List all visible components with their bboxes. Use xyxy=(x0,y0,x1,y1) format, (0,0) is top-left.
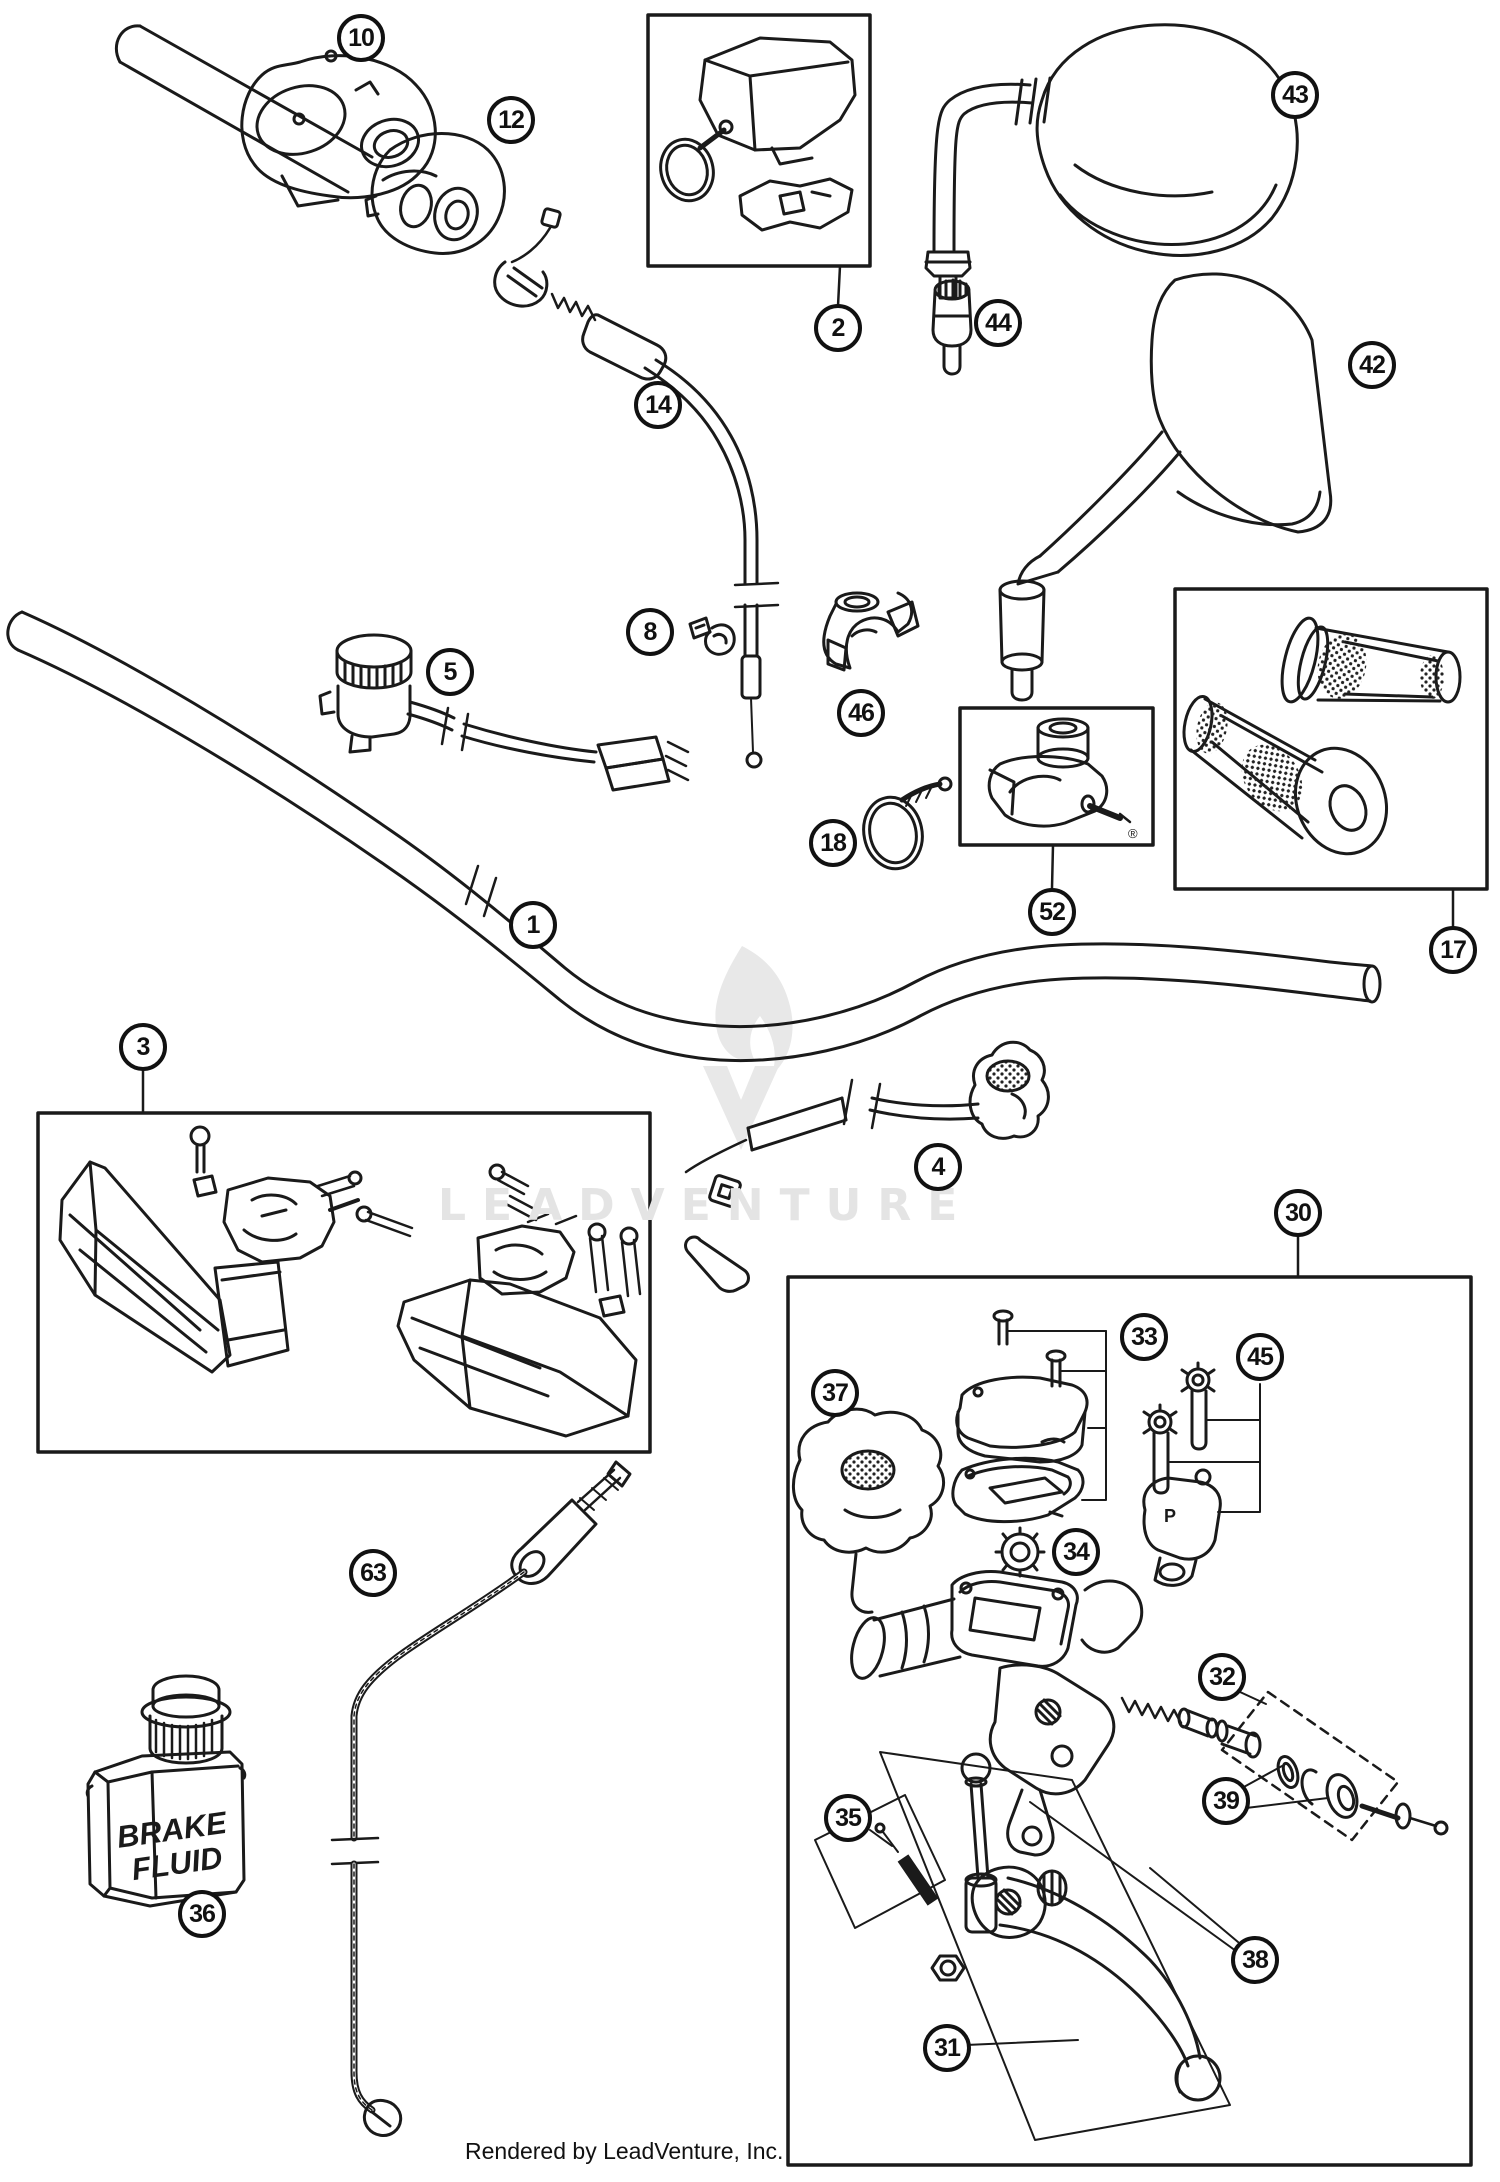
callout-8: 8 xyxy=(626,608,674,656)
brake-fluid-bottle-drawing xyxy=(85,1674,247,1908)
callout-45: 45 xyxy=(1236,1333,1284,1381)
callout-34: 34 xyxy=(1052,1528,1100,1576)
cable-clip-8-drawing xyxy=(688,616,736,656)
callout-10: 10 xyxy=(337,14,385,62)
callout-30: 30 xyxy=(1274,1189,1322,1237)
group-box-30 xyxy=(786,1234,1473,2167)
clamp-letter-label: P xyxy=(1164,1506,1176,1526)
callout-52: 52 xyxy=(1028,888,1076,936)
kill-switch-5-drawing xyxy=(318,633,690,792)
watermark-text: LEADVENTURE xyxy=(438,1180,974,1231)
callout-1: 1 xyxy=(509,901,557,949)
callout-5: 5 xyxy=(426,648,474,696)
housing-half-drawing xyxy=(364,132,506,255)
callout-4: 4 xyxy=(914,1143,962,1191)
callout-37: 37 xyxy=(811,1369,859,1417)
group-box-52 xyxy=(958,706,1155,890)
group-box-2 xyxy=(646,13,872,308)
cable-tie-18-drawing xyxy=(862,776,953,871)
callout-12: 12 xyxy=(487,96,535,144)
callout-46: 46 xyxy=(837,689,885,737)
callout-36: 36 xyxy=(178,1890,226,1938)
callout-14: 14 xyxy=(634,381,682,429)
callout-63: 63 xyxy=(349,1549,397,1597)
callout-3: 3 xyxy=(119,1023,167,1071)
throttle-assembly-drawing xyxy=(114,24,437,208)
callout-38: 38 xyxy=(1231,1936,1279,1984)
mirror-42-drawing xyxy=(998,272,1333,702)
group-box-17 xyxy=(1173,587,1489,928)
mirror-adapter-44-drawing xyxy=(931,278,973,376)
callout-31: 31 xyxy=(923,2024,971,2072)
callout-42: 42 xyxy=(1348,341,1396,389)
callout-35: 35 xyxy=(824,1794,872,1842)
callout-18: 18 xyxy=(809,819,857,867)
callout-33: 33 xyxy=(1120,1313,1168,1361)
clamp-bracket-46-drawing xyxy=(822,591,920,672)
footer-credit: Rendered by LeadVenture, Inc. xyxy=(465,2138,784,2164)
watermark-flame-logo xyxy=(703,946,793,1150)
registered-mark: ® xyxy=(1128,826,1138,841)
callout-44: 44 xyxy=(974,299,1022,347)
callout-32: 32 xyxy=(1198,1653,1246,1701)
group-box-3 xyxy=(36,1068,652,1454)
clutch-cable-63-drawing xyxy=(330,1460,632,2137)
clutch-cable-4-drawing xyxy=(684,1040,1050,1293)
callout-2: 2 xyxy=(814,304,862,352)
callout-43: 43 xyxy=(1271,71,1319,119)
mirror-43-drawing xyxy=(924,23,1299,300)
handlebar-drawing xyxy=(6,610,1382,1063)
callout-17: 17 xyxy=(1429,926,1477,974)
callout-39: 39 xyxy=(1202,1777,1250,1825)
throttle-cable-14-drawing xyxy=(493,207,780,769)
